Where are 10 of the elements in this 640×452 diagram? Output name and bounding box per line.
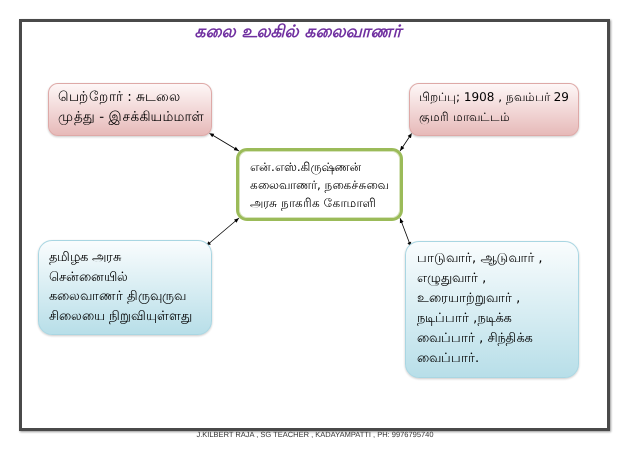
center-box: என்.எஸ்.கிருஷ்ணன் கலைவாணர், நகைச்சுவை அரசு நாகரிக கோமாளி [236,148,403,221]
info-box: பாடுவார், ஆடுவார் , எழுதுவார் , உரையாற்றுவார் , நடிப்பார் ,நடிக்க வைப்பார் , சிந்திக்க வைப்பார். [405,241,579,378]
double-arrow [206,218,240,246]
double-arrow [400,218,412,248]
info-box: தமிழக அரசு சென்னையில் கலைவாணர் திருவுருவ சிலையை நிறுவியுள்ளது [38,240,212,335]
double-arrow [208,132,240,152]
info-box: பெற்றோர் : சுடலை முத்து - இசக்கியம்மாள் [48,83,212,136]
title: கலை உலகில் கலைவாணர் [150,20,446,44]
double-arrow [400,132,412,152]
info-box: பிறப்பு; 1908 , நவம்பர் 29 குமரி மாவட்டம் [409,83,579,136]
